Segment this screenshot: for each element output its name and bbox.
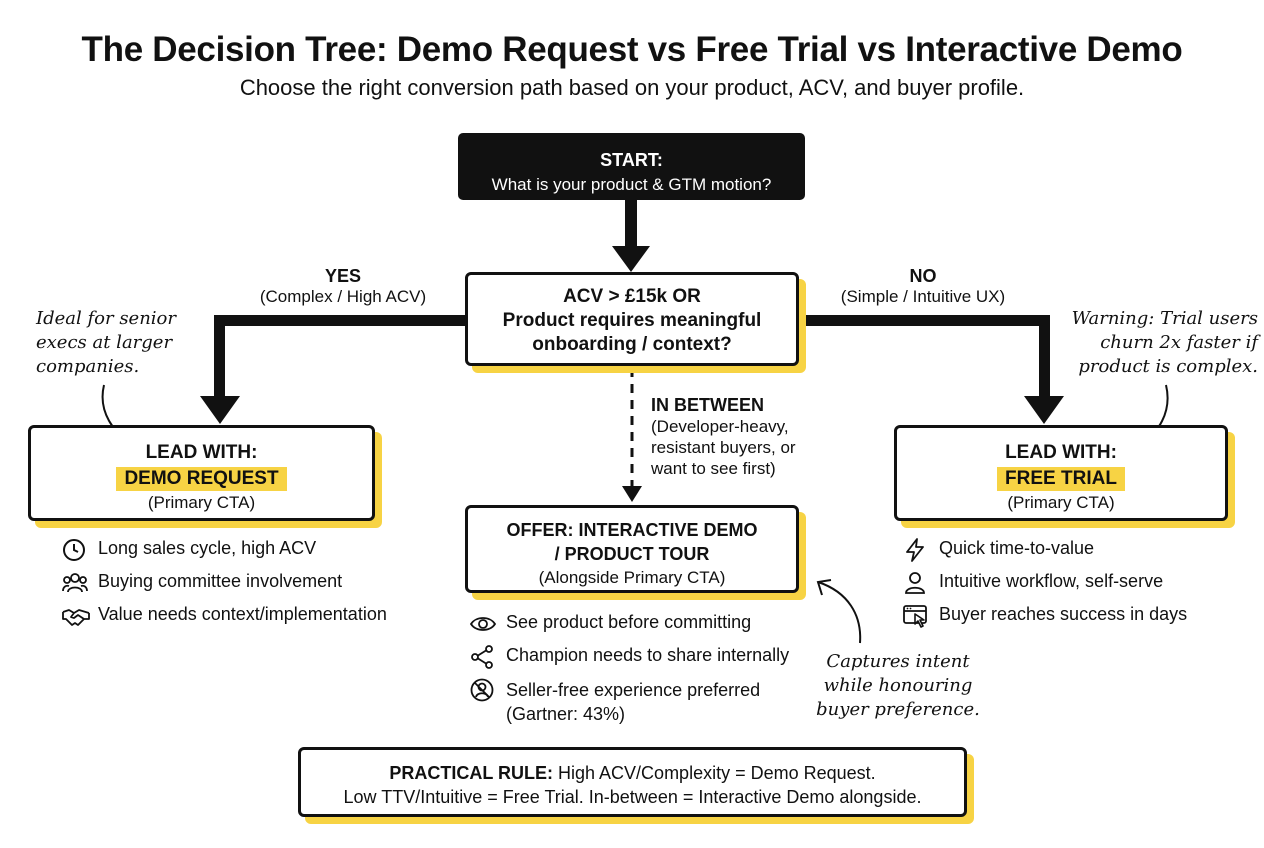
between-branch-arrowhead — [622, 486, 642, 502]
reason-text: Buyer reaches success in days — [939, 604, 1188, 624]
eye-icon — [470, 612, 498, 636]
list-item: Buyer reaches success in days — [903, 604, 1187, 637]
rule-line-1: High ACV/Complexity = Demo Request. — [558, 763, 876, 783]
annotation-line: execs at larger — [36, 332, 173, 353]
lightning-icon — [903, 538, 931, 562]
no-branch-label: NO (Simple / Intuitive UX) — [818, 266, 1028, 307]
yes-branch-label: YES (Complex / High ACV) — [240, 266, 446, 307]
demo-option-highlight: DEMO REQUEST — [116, 467, 287, 491]
no-label: NO — [909, 266, 937, 286]
list-item: Quick time-to-value — [903, 538, 1187, 571]
question-line: Product requires meaningful — [502, 310, 762, 331]
yes-branch-vertical — [214, 315, 225, 398]
start-box: START: What is your product & GTM motion… — [458, 133, 805, 200]
free-trial-box: LEAD WITH: FREE TRIAL (Primary CTA) — [894, 425, 1228, 521]
annotation-line: buyer preference. — [816, 699, 980, 720]
start-question: What is your product & GTM motion? — [491, 175, 772, 194]
page-subtitle: Choose the right conversion path based o… — [239, 75, 1025, 100]
interactive-annotation-arrow — [817, 581, 862, 644]
rule-line-2: Low TTV/Intuitive = Free Trial. In-betwe… — [343, 787, 922, 807]
yes-branch-horizontal — [214, 315, 465, 326]
reason-text: Intuitive workflow, self-serve — [939, 571, 1164, 591]
no-branch-horizontal — [799, 315, 1050, 326]
no-detail: (Simple / Intuitive UX) — [840, 287, 1006, 306]
people-icon — [62, 571, 90, 595]
annotation-line: churn 2x faster if — [1100, 332, 1258, 353]
interactive-annotation: Captures intent while honouring buyer pr… — [808, 650, 988, 722]
offer-line: OFFER: INTERACTIVE DEMO — [506, 520, 758, 540]
handshake-icon — [62, 604, 90, 628]
list-item: Seller-free experience preferred (Gartne… — [470, 678, 789, 726]
question-line: onboarding / context? — [532, 334, 732, 355]
trial-lead-label: LEAD WITH: — [1005, 442, 1117, 463]
between-detail-line: want to see first) — [651, 459, 776, 478]
list-item: Buying committee involvement — [62, 571, 387, 604]
yes-branch-arrowhead — [200, 396, 240, 424]
trial-option-highlight: FREE TRIAL — [997, 467, 1125, 491]
yes-label: YES — [324, 266, 362, 286]
demo-reasons-list: Long sales cycle, high ACV Buying commit… — [62, 538, 387, 637]
no-person-icon — [470, 678, 498, 702]
offer-note: (Alongside Primary CTA) — [538, 568, 726, 587]
start-to-question-arrowhead — [612, 246, 650, 272]
trial-reasons-list: Quick time-to-value Intuitive workflow, … — [903, 538, 1187, 637]
annotation-line: Warning: Trial users — [1071, 308, 1258, 329]
share-icon — [470, 645, 498, 669]
reason-text: Value needs context/implementation — [98, 604, 387, 624]
interactive-demo-box: OFFER: INTERACTIVE DEMO / PRODUCT TOUR (… — [465, 505, 799, 593]
browser-click-icon — [903, 604, 931, 628]
no-branch-arrowhead — [1024, 396, 1064, 424]
annotation-line: Ideal for senior — [36, 308, 177, 329]
demo-note: (Primary CTA) — [147, 493, 256, 512]
list-item: Long sales cycle, high ACV — [62, 538, 387, 571]
practical-rule-box: PRACTICAL RULE: High ACV/Complexity = De… — [298, 747, 967, 817]
trial-annotation: Warning: Trial users churn 2x faster if … — [1068, 307, 1258, 379]
reason-text: Champion needs to share internally — [506, 645, 790, 665]
offer-line: / PRODUCT TOUR — [554, 544, 710, 564]
decision-question-box: ACV > £15k OR Product requires meaningfu… — [465, 272, 799, 366]
interactive-reasons-list: See product before committing Champion n… — [470, 612, 789, 726]
reason-text: Seller-free experience preferred — [506, 680, 761, 700]
reason-text: Quick time-to-value — [939, 538, 1095, 558]
between-branch-label: IN BETWEEN (Developer-heavy, resistant b… — [651, 395, 851, 479]
reason-extra: (Gartner: 43%) — [506, 704, 626, 724]
list-item: Value needs context/implementation — [62, 604, 387, 637]
annotation-line: product is complex. — [1078, 356, 1258, 377]
reason-text: Buying committee involvement — [98, 571, 343, 591]
person-icon — [903, 571, 931, 595]
clock-icon — [62, 538, 90, 562]
demo-request-box: LEAD WITH: DEMO REQUEST (Primary CTA) — [28, 425, 375, 521]
annotation-line: Captures intent — [826, 651, 970, 672]
list-item: Intuitive workflow, self-serve — [903, 571, 1187, 604]
demo-annotation: Ideal for senior execs at larger compani… — [36, 307, 206, 379]
trial-note: (Primary CTA) — [1007, 493, 1115, 512]
between-detail-line: (Developer-heavy, — [651, 417, 789, 436]
between-detail-line: resistant buyers, or — [651, 438, 796, 457]
annotation-line: while honouring — [823, 675, 973, 696]
rule-label: PRACTICAL RULE: — [389, 763, 553, 783]
reason-text: See product before committing — [506, 612, 752, 632]
start-to-question-line — [625, 200, 637, 248]
between-label: IN BETWEEN — [651, 395, 765, 415]
annotation-line: companies. — [36, 356, 140, 377]
yes-detail: (Complex / High ACV) — [259, 287, 427, 306]
no-branch-vertical — [1039, 315, 1050, 398]
reason-text: Long sales cycle, high ACV — [98, 538, 317, 558]
list-item: Champion needs to share internally — [470, 645, 789, 678]
question-line: ACV > £15k OR — [563, 286, 701, 307]
demo-lead-label: LEAD WITH: — [145, 442, 258, 463]
page-title: The Decision Tree: Demo Request vs Free … — [81, 30, 1183, 69]
list-item: See product before committing — [470, 612, 789, 645]
start-label: START: — [600, 150, 663, 170]
